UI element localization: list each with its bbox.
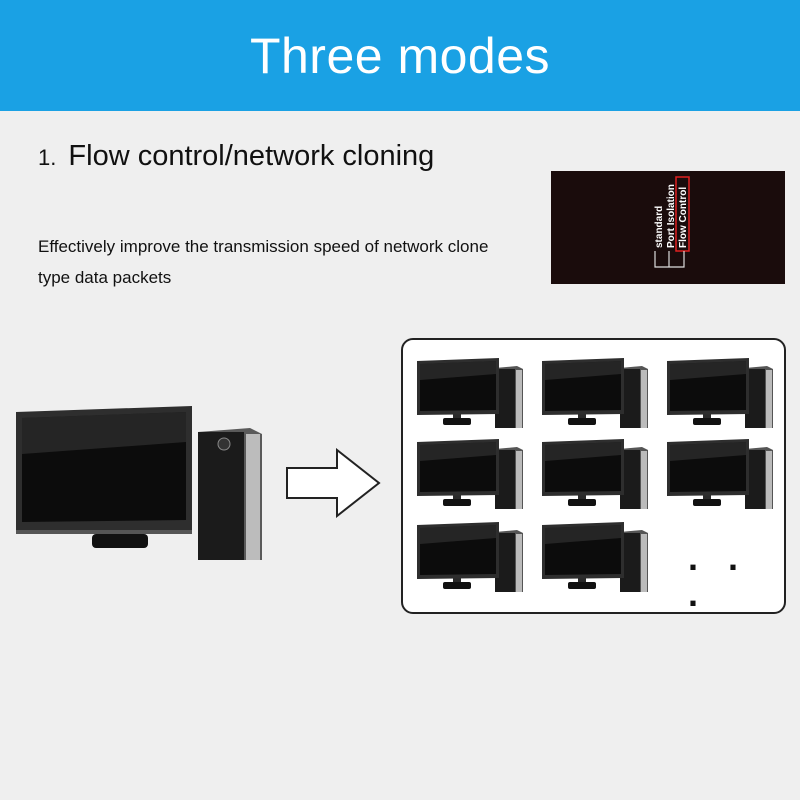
section-heading: 1. Flow control/network cloning (38, 140, 434, 173)
switch-label-standard: standard (654, 206, 665, 248)
desktop-computer-icon (542, 358, 648, 428)
switch-label-flow-control: Flow Control (678, 187, 689, 248)
arrow-right-icon (285, 447, 383, 523)
section-description: Effectively improve the transmission spe… (38, 237, 489, 287)
desktop-computer-icon (16, 406, 262, 560)
section-number: 1. (38, 145, 57, 170)
desktop-computer-icon (417, 439, 523, 509)
client-computer (665, 437, 777, 516)
source-computer (12, 402, 267, 569)
desktop-computer-icon (542, 522, 648, 592)
desktop-computer-icon (542, 439, 648, 509)
client-computer (415, 356, 527, 435)
switch-toggle-icon (654, 251, 685, 268)
switch-label-port-isolation: Port Isolation (666, 184, 677, 248)
client-computers-panel: . . . (401, 338, 786, 614)
client-computer (540, 356, 652, 435)
client-computer (415, 520, 527, 599)
title-banner: Three modes (0, 0, 800, 111)
page-title: Three modes (249, 27, 551, 84)
client-computer (540, 520, 652, 599)
desktop-computer-icon (667, 439, 773, 509)
mode-switch-panel: standard Port Isolation Flow Control (551, 171, 785, 284)
client-computer (540, 437, 652, 516)
more-clients-indicator: . . . (688, 537, 749, 614)
client-computer (415, 437, 527, 516)
section-heading-text: Flow control/network cloning (68, 140, 435, 172)
client-computer (665, 356, 777, 435)
selected-mode-outline (675, 176, 690, 252)
desktop-computer-icon (417, 358, 523, 428)
desktop-computer-icon (667, 358, 773, 428)
desktop-computer-icon (417, 522, 523, 592)
